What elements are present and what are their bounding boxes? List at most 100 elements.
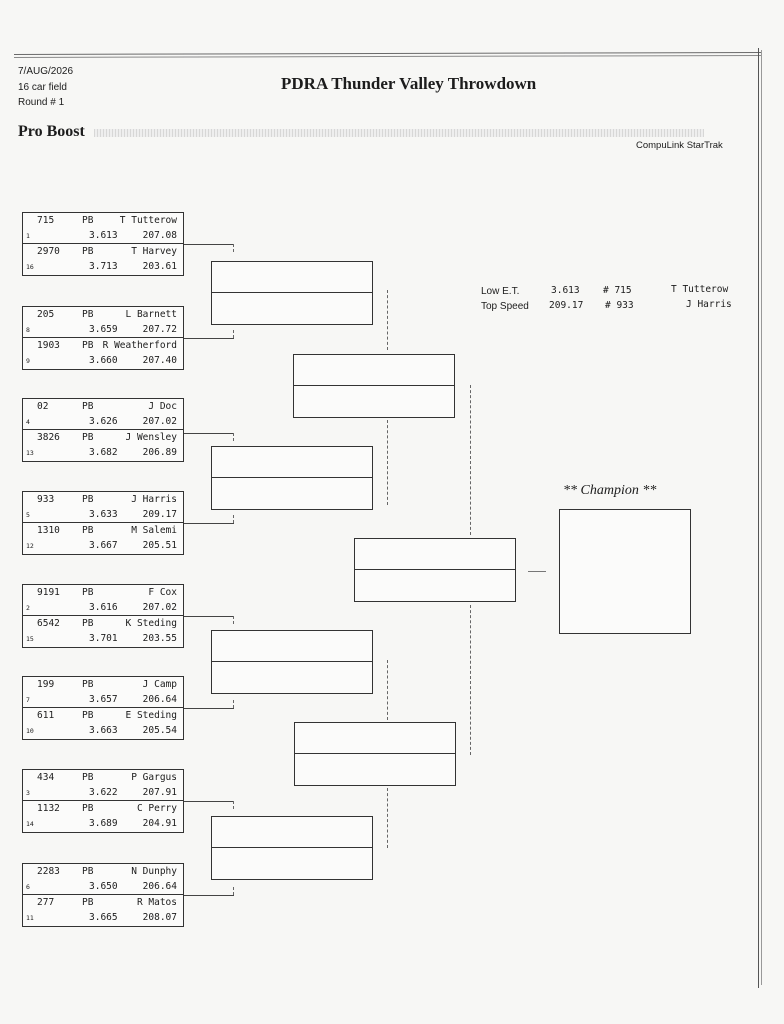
car-number: 2283 [37,866,60,877]
car-number: 6542 [37,618,60,629]
driver-name: T Tutterow [119,215,177,226]
connector-line [387,788,388,848]
connector-line [387,420,388,505]
connector-line [233,887,234,895]
elapsed-time: 3.701 [89,633,118,644]
elapsed-time: 3.633 [89,509,118,520]
connector-line [184,708,234,709]
speed-mph: 207.91 [142,787,177,798]
connector-line [233,616,234,624]
low-et-label: Low E.T. [481,286,520,297]
seed-number: 5 [26,511,30,519]
seed-number: 14 [26,820,34,828]
driver-name: J Camp [142,679,177,690]
car-number: 933 [37,494,55,505]
class-code: PB [82,401,94,412]
speed-mph: 205.54 [142,725,177,736]
connector-line [528,571,546,572]
top-speed-label: Top Speed [481,301,529,312]
class-code: PB [82,525,94,536]
elapsed-time: 3.657 [89,694,118,705]
driver-name: F Cox [148,587,177,598]
quarterfinal-box-2 [211,446,373,510]
speed-mph: 209.17 [142,509,177,520]
driver-name: L Barnett [125,309,177,320]
connector-line [233,700,234,708]
driver-name: P Gargus [131,772,177,783]
connector-line [387,290,388,350]
elapsed-time: 3.660 [89,355,118,366]
seed-number: 7 [26,696,30,704]
seed-number: 1 [26,232,30,240]
elapsed-time: 3.659 [89,324,118,335]
elapsed-time: 3.663 [89,725,118,736]
event-date: 7/AUG/2026 [18,66,74,77]
connector-line [184,433,234,434]
pairing-divider [23,429,183,430]
car-number: 205 [37,309,55,320]
seed-number: 16 [26,263,34,271]
seed-number: 3 [26,789,30,797]
speed-mph: 203.55 [142,633,177,644]
speed-mph: 207.40 [142,355,177,366]
champion-box [559,509,691,634]
pairing-divider [23,800,183,801]
elapsed-time: 3.689 [89,818,118,829]
connector-line [184,523,234,524]
speed-mph: 207.02 [142,602,177,613]
seed-number: 11 [26,914,34,922]
car-number: 715 [37,215,55,226]
top-speed-value: 209.17 [549,300,584,311]
driver-name: K Steding [125,618,177,629]
seed-number: 10 [26,727,34,735]
class-code: PB [82,432,94,443]
car-number: 9191 [37,587,60,598]
class-header-bar [94,129,704,137]
class-code: PB [82,246,94,257]
elapsed-time: 3.713 [89,261,118,272]
pairing-divider [23,707,183,708]
connector-line [470,385,471,535]
timing-system: CompuLink StarTrak [636,140,723,151]
semifinal-box-2 [294,722,456,786]
class-code: PB [82,866,94,877]
connector-line [470,605,471,755]
class-code: PB [82,897,94,908]
car-number: 1903 [37,340,60,351]
car-number: 3826 [37,432,60,443]
car-number: 434 [37,772,55,783]
seed-number: 4 [26,418,30,426]
class-name: Pro Boost [18,123,85,140]
class-code: PB [82,587,94,598]
class-code: PB [82,618,94,629]
elapsed-time: 3.613 [89,230,118,241]
driver-name: R Weatherford [102,340,177,351]
pairing-divider [23,894,183,895]
pairing-divider [23,615,183,616]
pairing-divider [23,337,183,338]
event-title: PDRA Thunder Valley Throwdown [281,74,537,93]
seed-number: 2 [26,604,30,612]
driver-name: J Harris [131,494,177,505]
speed-mph: 203.61 [142,261,177,272]
connector-line [184,338,234,339]
elapsed-time: 3.622 [89,787,118,798]
driver-name: J Doc [148,401,177,412]
low-et-car: # 715 [603,285,632,296]
connector-line [387,660,388,720]
seed-number: 6 [26,883,30,891]
top-rule-secondary [13,55,762,58]
driver-name: C Perry [136,803,177,814]
low-et-value: 3.613 [551,285,580,296]
class-code: PB [82,710,94,721]
driver-name: M Salemi [131,525,177,536]
seed-number: 8 [26,326,30,334]
field-size: 16 car field [18,82,67,93]
elapsed-time: 3.626 [89,416,118,427]
car-number: 1132 [37,803,60,814]
speed-mph: 208.07 [142,912,177,923]
